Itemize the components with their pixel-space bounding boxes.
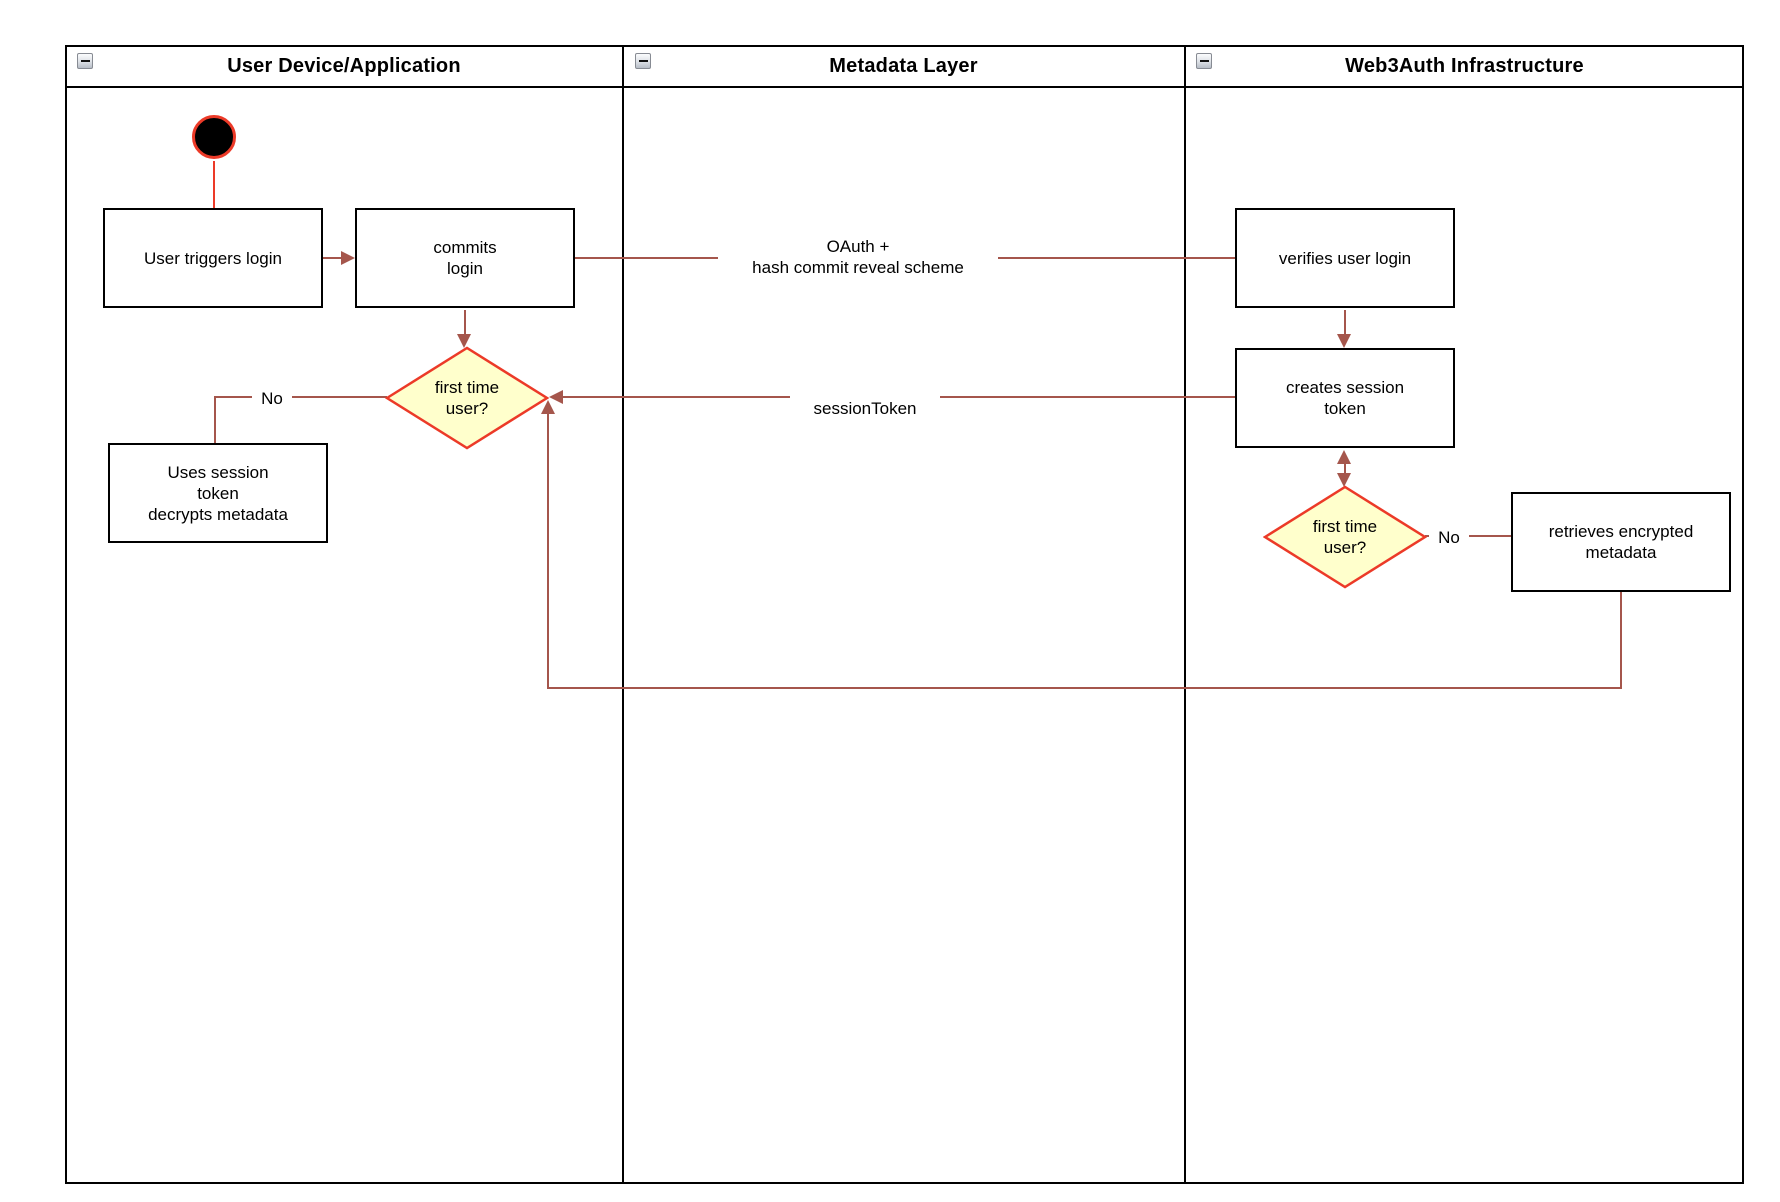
- node-label: first time user?: [1312, 517, 1378, 557]
- minus-icon: [1199, 60, 1209, 62]
- node-creates-session-token[interactable]: creates session token: [1235, 348, 1455, 448]
- lane-divider-2: [1184, 45, 1186, 1184]
- arrowhead-down-icon: [457, 334, 471, 348]
- edge-label-no-right: No: [1429, 527, 1469, 548]
- lane-title-text: Metadata Layer: [829, 54, 978, 77]
- node-label: Uses session token decrypts metadata: [148, 462, 288, 524]
- lane-header-underline: [65, 86, 1744, 88]
- node-commits-login[interactable]: commits login: [355, 208, 575, 308]
- arrowhead-up-icon: [541, 400, 555, 414]
- arrowhead-down-icon: [1337, 334, 1351, 348]
- node-label: User triggers login: [144, 248, 282, 268]
- decision-first-time-user-2[interactable]: first time user?: [1263, 485, 1427, 589]
- lane-title-metadata-layer: Metadata Layer: [623, 45, 1184, 87]
- edge-feedback-vertical-left: [547, 412, 549, 689]
- minus-icon: [80, 60, 90, 62]
- lane-title-text: User Device/Application: [227, 54, 461, 77]
- lane-divider-1: [622, 45, 624, 1184]
- node-label: creates session token: [1285, 378, 1405, 418]
- start-node[interactable]: [192, 115, 236, 159]
- node-verifies-user-login[interactable]: verifies user login: [1235, 208, 1455, 308]
- node-retrieves-encrypted-metadata[interactable]: retrieves encrypted metadata: [1511, 492, 1731, 592]
- lane-title-web3auth: Web3Auth Infrastructure: [1185, 45, 1744, 87]
- edge-user-triggers-to-commits: [323, 257, 341, 259]
- edge-feedback-vertical-right: [1620, 592, 1622, 689]
- diamond-shape: [385, 346, 549, 450]
- node-uses-session-token[interactable]: Uses session token decrypts metadata: [108, 443, 328, 543]
- lane-title-text: Web3Auth Infrastructure: [1345, 54, 1584, 77]
- arrowhead-down-icon: [1337, 473, 1351, 487]
- arrowhead-up-icon: [1337, 450, 1351, 464]
- edge-label-no-left: No: [252, 388, 292, 409]
- edge-no-left-vertical: [214, 396, 216, 443]
- edge-verifies-to-creates: [1344, 310, 1346, 335]
- node-label: commits login: [433, 238, 497, 278]
- edge-commits-to-decision1: [464, 310, 466, 335]
- collapse-lane-1-button[interactable]: [77, 53, 93, 69]
- edge-label-oauth: OAuth + hash commit reveal scheme: [718, 235, 998, 279]
- edge-no-left-horizontal: [215, 396, 387, 398]
- node-label: verifies user login: [1278, 248, 1412, 268]
- node-label: first time user?: [434, 378, 500, 418]
- arrowhead-right-icon: [341, 251, 355, 265]
- edge-feedback-horizontal: [547, 687, 1622, 689]
- edge-creates-to-decision2: [1344, 459, 1346, 477]
- collapse-lane-2-button[interactable]: [635, 53, 651, 69]
- decision-first-time-user-1[interactable]: first time user?: [385, 346, 549, 450]
- diamond-shape: [1263, 485, 1427, 589]
- edge-label-session-token: sessionToken: [790, 395, 940, 421]
- node-label: retrieves encrypted metadata: [1548, 522, 1694, 562]
- collapse-lane-3-button[interactable]: [1196, 53, 1212, 69]
- node-user-triggers-login[interactable]: User triggers login: [103, 208, 323, 308]
- swimlane-frame: [65, 45, 1744, 1184]
- minus-icon: [638, 60, 648, 62]
- lane-title-user-device: User Device/Application: [65, 45, 623, 87]
- edge-start-to-user-triggers: [213, 161, 215, 208]
